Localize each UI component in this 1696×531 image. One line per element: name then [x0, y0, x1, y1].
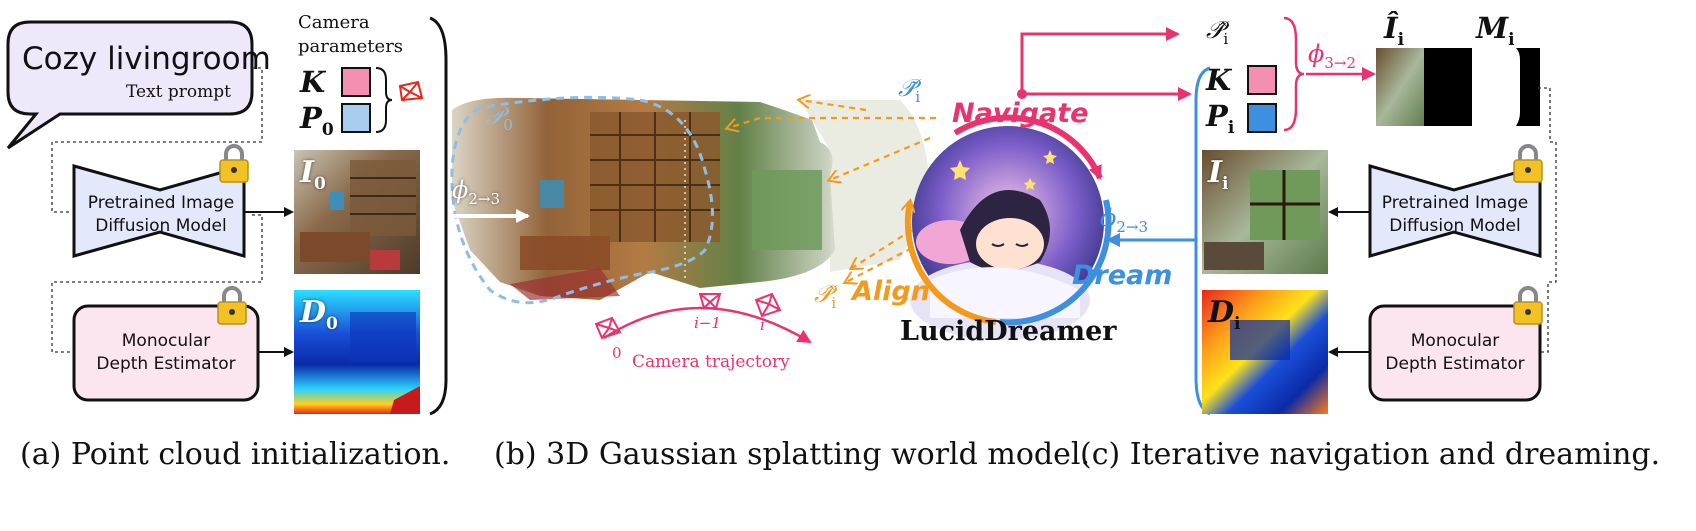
- speech-bubble-shape: [6, 20, 254, 150]
- depth-d0: [294, 290, 420, 414]
- depth-d0-label: D0: [300, 295, 338, 334]
- i-hat-label: Îi: [1384, 11, 1405, 50]
- p-hat-label-b: 𝒫̂i: [814, 280, 837, 312]
- caption-b: (b) 3D Gaussian splatting world model.: [494, 437, 1090, 472]
- dream-label: Dream: [1072, 260, 1173, 291]
- caption-c: (c) Iterative navigation and dreaming.: [1080, 437, 1661, 472]
- pi-symbol-c: Pi: [1206, 99, 1235, 138]
- lucid-dreamer-logo: [910, 126, 1104, 340]
- text-prompt-value: Cozy livingroom: [22, 41, 271, 77]
- trajectory-tick-i: i: [760, 316, 765, 334]
- image-i0-label: I0: [300, 155, 326, 194]
- k-symbol-c: K: [1206, 63, 1232, 97]
- image-ii-label: Ii: [1208, 155, 1229, 194]
- k-symbol-a: K: [300, 65, 326, 99]
- lucid-dreamer-title: LucidDreamer: [900, 316, 1117, 347]
- p-tilde-label: 𝒫̃i: [898, 74, 921, 106]
- image-i-hat: [1376, 48, 1472, 126]
- camera-params-title: Camera parameters: [298, 12, 404, 57]
- depth-di-label: Di: [1208, 295, 1241, 334]
- lock-icon: [219, 144, 249, 183]
- image-i0: [294, 150, 420, 274]
- lock-icon: [217, 286, 247, 325]
- diffusion-model-shape-c: [1368, 164, 1542, 258]
- mask-mi: [1516, 48, 1540, 126]
- text-prompt-label: Text prompt: [126, 82, 231, 102]
- p0-outline: [450, 95, 714, 305]
- phi-23-label-c: ϕ2→3: [1100, 204, 1149, 236]
- trajectory-tick-0: 0: [612, 344, 622, 362]
- p0-symbol-a: P0: [300, 101, 334, 140]
- camera-trajectory-label: Camera trajectory: [632, 352, 790, 372]
- p-hat-label-c: 𝒫̂i: [1206, 16, 1229, 48]
- phi-23-label-b: ϕ2→3: [452, 176, 501, 208]
- diffusion-model-shape-a: [72, 164, 246, 258]
- dashed-connector: [51, 67, 263, 213]
- navigate-label: Navigate: [952, 98, 1089, 129]
- phi-32-label: ϕ3→2: [1308, 40, 1357, 72]
- caption-a: (a) Point cloud initialization.: [20, 437, 451, 472]
- m-label: Mi: [1476, 11, 1515, 50]
- p0-label-b: 𝒫0: [486, 102, 513, 134]
- image-ii: [1202, 150, 1328, 274]
- dashed-connector: [51, 214, 263, 353]
- depth-di: [1202, 290, 1328, 414]
- lock-icon: [1513, 286, 1543, 325]
- camera-icon: [398, 80, 424, 102]
- align-label: Align: [852, 276, 930, 307]
- lock-icon: [1513, 144, 1543, 183]
- trajectory-tick-prev: i−1: [694, 314, 721, 332]
